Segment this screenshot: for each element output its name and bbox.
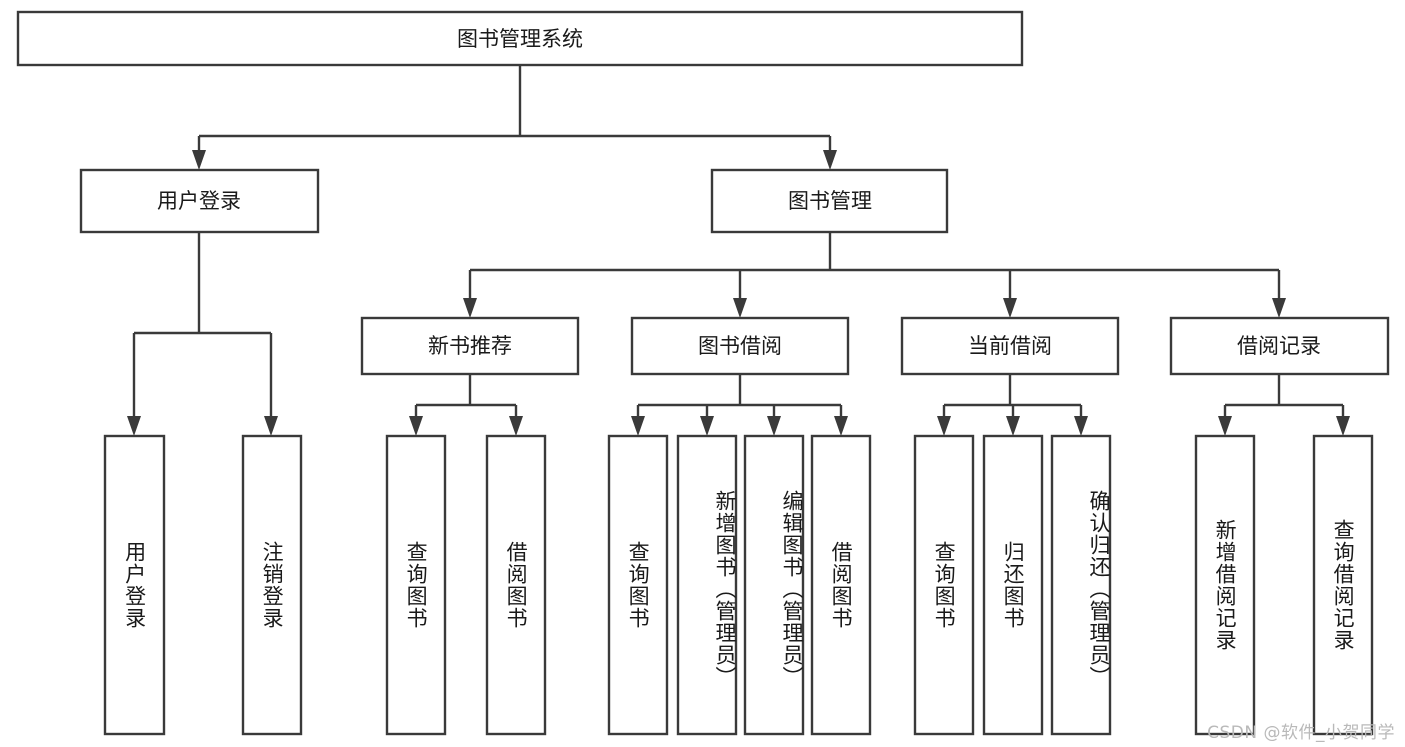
node-borrow-record-label: 借阅记录 xyxy=(1237,334,1321,358)
leaf-box-user-login[interactable] xyxy=(103,434,166,736)
leaf-box-query-book-rec[interactable] xyxy=(385,434,447,736)
connector-layer xyxy=(127,65,1350,436)
arrow-head-current-borrow xyxy=(1003,298,1017,318)
arrow-head-leaf-query-book-current xyxy=(937,416,951,436)
node-borrow-record[interactable]: 借阅记录 xyxy=(1169,316,1390,376)
node-root[interactable]: 图书管理系统 xyxy=(16,10,1024,67)
leaf-box-add-borrow-record[interactable] xyxy=(1194,434,1256,736)
arrow-head-leaf-add-book xyxy=(700,416,714,436)
arrow-head-leaf-query-borrow-record xyxy=(1336,416,1350,436)
arrow-head-user-login xyxy=(192,150,206,170)
arrow-head-leaf-logout-login xyxy=(264,416,278,436)
node-current-borrow-box[interactable] xyxy=(900,316,1120,376)
node-current-borrow[interactable]: 当前借阅 xyxy=(900,316,1120,376)
node-root-box[interactable] xyxy=(16,10,1024,67)
node-book-borrow[interactable]: 图书借阅 xyxy=(630,316,850,376)
leaf-box-layer xyxy=(103,434,1374,736)
arrow-head-leaf-borrow-book-rec xyxy=(509,416,523,436)
leaf-box-return-book[interactable] xyxy=(982,434,1044,736)
node-user-login-label: 用户登录 xyxy=(157,189,241,213)
leaf-box-logout-login[interactable] xyxy=(241,434,303,736)
leaf-box-borrow-book-rec[interactable] xyxy=(485,434,547,736)
node-current-borrow-label: 当前借阅 xyxy=(968,334,1052,358)
node-book-management-label: 图书管理 xyxy=(788,189,872,213)
node-book-management[interactable]: 图书管理 xyxy=(710,168,949,234)
node-root-label: 图书管理系统 xyxy=(457,27,583,51)
arrow-head-leaf-user-login xyxy=(127,416,141,436)
leaf-box-query-borrow-record[interactable] xyxy=(1312,434,1374,736)
arrow-head-leaf-add-borrow-record xyxy=(1218,416,1232,436)
node-new-book-recommend-box[interactable] xyxy=(360,316,580,376)
leaf-box-add-book[interactable] xyxy=(676,434,738,736)
node-borrow-record-box[interactable] xyxy=(1169,316,1390,376)
node-user-login-box[interactable] xyxy=(79,168,320,234)
arrow-head-new-book-recommend xyxy=(463,298,477,318)
node-new-book-recommend-label: 新书推荐 xyxy=(428,334,512,358)
leaf-box-edit-book[interactable] xyxy=(743,434,805,736)
node-new-book-recommend[interactable]: 新书推荐 xyxy=(360,316,580,376)
arrow-head-book-borrow xyxy=(733,298,747,318)
arrow-head-leaf-borrow-book xyxy=(834,416,848,436)
node-book-management-box[interactable] xyxy=(710,168,949,234)
leaf-box-query-book-borrow[interactable] xyxy=(607,434,669,736)
arrow-head-book-mgmt xyxy=(823,150,837,170)
leaf-box-confirm-return[interactable] xyxy=(1050,434,1112,736)
arrow-head-borrow-record xyxy=(1272,298,1286,318)
csdn-watermark: CSDN @软件_小贺同学 xyxy=(1207,723,1395,743)
leaf-box-borrow-book[interactable] xyxy=(810,434,872,736)
leaf-box-query-book-current[interactable] xyxy=(913,434,975,736)
node-book-borrow-box[interactable] xyxy=(630,316,850,376)
arrow-head-leaf-return-book xyxy=(1006,416,1020,436)
arrow-head-leaf-query-book-borrow xyxy=(631,416,645,436)
arrow-head-leaf-query-book-rec xyxy=(409,416,423,436)
arrow-head-leaf-edit-book xyxy=(767,416,781,436)
node-user-login[interactable]: 用户登录 xyxy=(79,168,320,234)
node-book-borrow-label: 图书借阅 xyxy=(698,334,782,358)
arrow-head-leaf-confirm-return xyxy=(1074,416,1088,436)
